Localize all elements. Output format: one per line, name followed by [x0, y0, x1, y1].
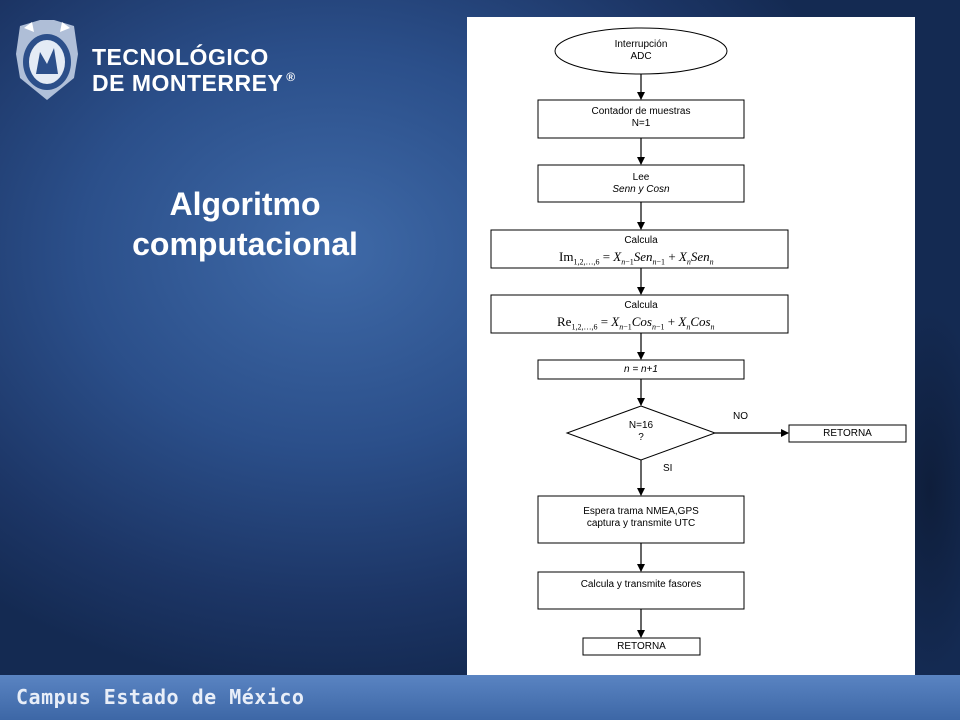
- step1-label: Contador de muestras N=1: [591, 106, 691, 129]
- footer-bar: Campus Estado de México: [0, 675, 960, 720]
- institution-logo: TECNOLÓGICO DE MONTERREY®: [6, 4, 295, 104]
- logo-text-line2: DE MONTERREY®: [92, 70, 296, 96]
- step6-label: Espera trama NMEA,GPS captura y transmit…: [583, 506, 699, 529]
- flowchart-diagram: [490, 27, 907, 656]
- step3-title: Calcula: [624, 235, 658, 246]
- step4-box: [490, 294, 789, 334]
- step3-box: [490, 229, 789, 269]
- si-label: SI: [663, 463, 673, 474]
- flowchart-panel: Interrupción ADC Contador de muestras N=…: [467, 17, 915, 675]
- step4-title: Calcula: [624, 300, 658, 311]
- step4-formula: Re1,2,…,6 = Xn−1Cosn−1 + XnCosn: [557, 314, 715, 332]
- slide-title-line2: computacional: [132, 226, 358, 262]
- logo-text-line1: TECNOLÓGICO: [92, 44, 269, 70]
- registered-mark: ®: [286, 70, 296, 84]
- campus-name: Campus Estado de México: [16, 685, 305, 709]
- decision-label: N=16 ?: [628, 420, 654, 443]
- slide-title: Algoritmo computacional: [40, 184, 450, 264]
- step2-box: [537, 164, 745, 203]
- return-right-box: [788, 424, 907, 443]
- step3-formula: Im1,2,…,6 = Xn−1Senn−1 + XnSenn: [559, 249, 714, 267]
- step7-label: Calcula y transmite fasores: [580, 579, 702, 590]
- step7-box: [537, 571, 745, 610]
- return-right-label: RETORNA: [823, 428, 872, 439]
- start-label: Interrupción ADC: [614, 39, 668, 62]
- step5-label: n = n+1: [624, 364, 658, 375]
- seal-icon: [16, 20, 78, 100]
- step1-box: [537, 99, 745, 139]
- slide-title-line1: Algoritmo: [169, 186, 321, 222]
- end-label: RETORNA: [617, 641, 666, 652]
- end-box: [582, 637, 701, 656]
- no-label: NO: [733, 411, 748, 422]
- step2-label: Lee Senn y Cosn: [612, 172, 670, 195]
